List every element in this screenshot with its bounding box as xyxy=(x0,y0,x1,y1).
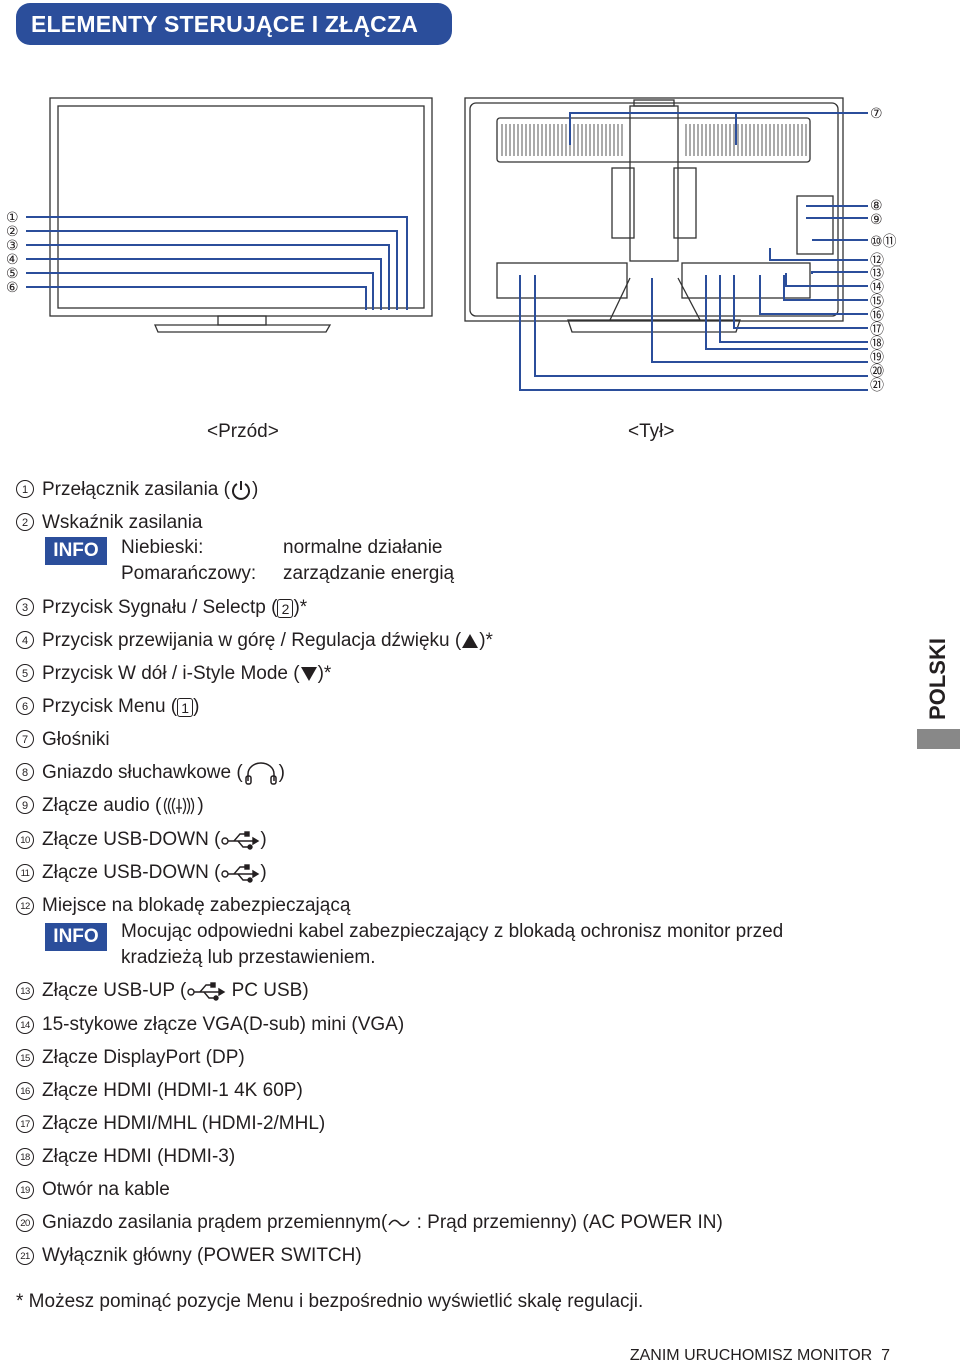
monitor-diagram: ① ② ③ ④ ⑤ ⑥ ⑦ ⑧ ⑨ ⑩⑪ ⑫ ⑬ ⑭ ⑮ ⑯ ⑰ ⑱ ⑲ ⑳ ㉑ xyxy=(6,97,897,394)
speaker-grille xyxy=(496,117,811,163)
triangle-up-icon xyxy=(462,633,479,648)
back-cover xyxy=(464,97,844,322)
key-2-icon: 2 xyxy=(277,599,294,618)
callout-9: ⑨ xyxy=(870,212,883,228)
info-badge: INFO xyxy=(45,537,107,565)
callout-8: ⑧ xyxy=(870,198,883,214)
page-number: 7 xyxy=(881,1347,890,1364)
callout-13: ⑬ xyxy=(870,266,884,282)
callout-17: ⑰ xyxy=(870,322,884,338)
language-tab-bar xyxy=(917,729,960,749)
callout-16: ⑯ xyxy=(870,308,884,324)
power-icon xyxy=(232,480,250,500)
callout-20: ⑳ xyxy=(870,364,884,380)
footnote: * Możesz pominąć pozycje Menu i bezpośre… xyxy=(16,1291,644,1312)
audio-waves-icon xyxy=(164,797,195,815)
callout-2: ② xyxy=(6,224,19,240)
info-badge: INFO xyxy=(45,923,107,951)
headphones-icon xyxy=(244,762,277,785)
callout-21: ㉑ xyxy=(870,378,884,394)
ac-wave-icon xyxy=(388,1219,411,1227)
triangle-down-icon xyxy=(300,666,317,681)
usb-icon xyxy=(221,831,260,850)
callout-4: ④ xyxy=(6,252,19,268)
key-1-icon: 1 xyxy=(177,698,194,717)
page-title: ELEMENTY STERUJĄCE I ZŁĄCZA xyxy=(16,3,452,45)
item-number: 1 xyxy=(16,480,34,498)
front-label: <Przód> xyxy=(207,421,279,442)
front-bezel xyxy=(49,97,433,317)
callout-14: ⑭ xyxy=(870,280,884,296)
callout-10-11: ⑩⑪ xyxy=(870,234,897,250)
side-ports xyxy=(796,195,834,255)
usb-icon xyxy=(187,982,226,1001)
back-label: <Tył> xyxy=(628,421,675,442)
callout-15: ⑮ xyxy=(870,294,884,310)
usb-icon xyxy=(221,864,260,883)
callout-1: ① xyxy=(6,210,19,226)
callout-6: ⑥ xyxy=(6,280,19,296)
language-tab: POLSKI xyxy=(924,638,950,720)
callout-12: ⑫ xyxy=(870,253,884,269)
callout-5: ⑤ xyxy=(6,266,19,282)
page-footer: ZANIM URUCHOMISZ MONITOR 7 xyxy=(629,1347,890,1364)
callout-3: ③ xyxy=(6,238,19,254)
front-screen xyxy=(57,105,425,309)
callout-18: ⑱ xyxy=(870,336,884,352)
callout-19: ⑲ xyxy=(870,350,884,366)
callout-7: ⑦ xyxy=(870,106,883,122)
